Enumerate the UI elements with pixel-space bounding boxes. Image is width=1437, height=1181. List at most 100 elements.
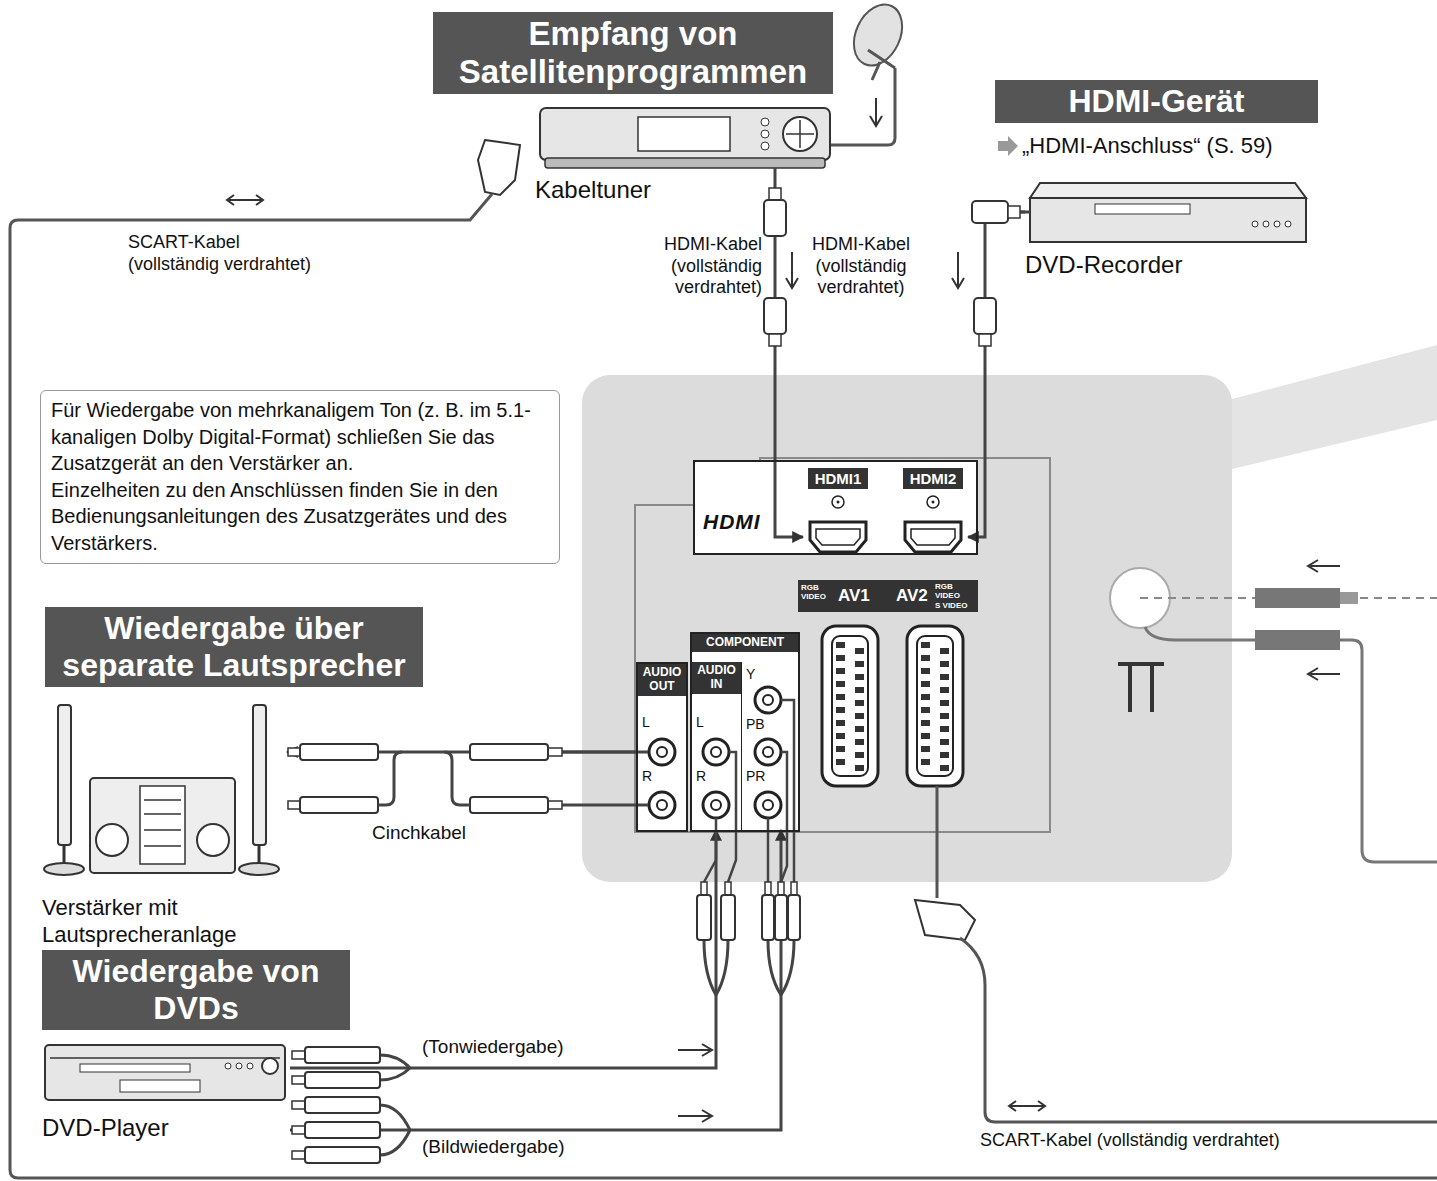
hdmi-plug bbox=[769, 188, 781, 200]
connection-illustration bbox=[836, 759, 845, 765]
node-text: L bbox=[696, 714, 704, 730]
rca-jack bbox=[649, 739, 675, 765]
connection-illustration bbox=[940, 661, 949, 667]
hdmi-port: HDMI2 bbox=[898, 466, 968, 556]
amplifier-drawing bbox=[44, 705, 279, 875]
cinch-plug bbox=[721, 895, 735, 940]
node-text: HDMI2 bbox=[903, 468, 963, 489]
cinch-plug bbox=[725, 882, 731, 895]
cinch-plug bbox=[300, 797, 378, 813]
connection-illustration bbox=[921, 746, 930, 752]
connection-illustration bbox=[940, 765, 949, 771]
connection-illustration bbox=[921, 694, 930, 700]
node-text: Wiedergabe über separate Lautsprecher bbox=[51, 610, 417, 684]
cinch-plug bbox=[305, 1047, 380, 1063]
dvd-recorder-drawing bbox=[1274, 221, 1280, 227]
hdmi-socket bbox=[816, 529, 860, 545]
scart-socket bbox=[832, 636, 868, 776]
scart-cable bbox=[936, 786, 939, 898]
rca-jack bbox=[703, 739, 729, 765]
cinch-plug bbox=[778, 882, 784, 895]
rca-jack bbox=[755, 739, 781, 765]
connection-illustration bbox=[836, 681, 845, 687]
satellite-dish bbox=[845, 0, 912, 73]
dvd-player-drawing bbox=[236, 1063, 242, 1069]
cable-label: Cinchkabel bbox=[372, 822, 466, 845]
scart-cable bbox=[10, 140, 1437, 1178]
cable-tuner-drawing bbox=[761, 142, 769, 150]
cable-tuner-drawing bbox=[783, 117, 817, 151]
hdmi-plug bbox=[764, 298, 786, 334]
cable-label: SCART-Kabel (vollständig verdrahtet) bbox=[128, 232, 328, 275]
connection-illustration bbox=[836, 746, 845, 752]
cable-connector bbox=[968, 212, 1025, 537]
cinch-plug bbox=[380, 1105, 410, 1155]
rca-jack bbox=[657, 747, 667, 757]
cinch-plug bbox=[305, 1072, 380, 1088]
hdmi-socket bbox=[927, 496, 939, 508]
cinch-plug bbox=[697, 895, 711, 940]
cinch-plug bbox=[378, 752, 402, 805]
cinch-plug bbox=[292, 1151, 305, 1159]
amplifier-drawing bbox=[140, 786, 185, 864]
node-text: HDMI-Gerät bbox=[1001, 83, 1312, 120]
scart-av1: RGB VIDEOAV1 bbox=[798, 580, 888, 790]
node-text: PB bbox=[746, 716, 765, 732]
connection-illustration bbox=[921, 707, 930, 713]
cinch-plug bbox=[292, 1076, 305, 1084]
cinch-plug bbox=[305, 1097, 380, 1113]
scart-socket bbox=[907, 626, 963, 786]
connection-illustration bbox=[940, 674, 949, 680]
cinch-plug bbox=[768, 700, 794, 882]
tv-back-panel bbox=[690, 632, 800, 832]
scart-cable bbox=[915, 900, 975, 940]
cable-connector bbox=[775, 205, 803, 537]
rca-jack bbox=[763, 695, 773, 705]
cinch-plug bbox=[704, 752, 736, 882]
rca-jack bbox=[711, 747, 721, 757]
dvd-recorder: DVD-Recorder bbox=[1025, 178, 1310, 280]
hdmi-plug bbox=[764, 188, 1020, 346]
antenna-socket bbox=[1340, 592, 1358, 604]
cable-connector bbox=[290, 830, 716, 1068]
scart-socket bbox=[822, 626, 963, 786]
node-text: PR bbox=[746, 768, 765, 784]
antenna-socket bbox=[1308, 668, 1340, 680]
cinch-plug bbox=[305, 1147, 380, 1163]
hdmi-socket bbox=[905, 522, 961, 552]
cinch-plug bbox=[444, 752, 470, 805]
cinch-plug bbox=[548, 801, 562, 809]
node-text: S VIDEO bbox=[935, 601, 975, 610]
audio-in-jacks: AUDIO INLR bbox=[692, 662, 742, 830]
rca-jack bbox=[649, 739, 675, 765]
connection-illustration bbox=[836, 655, 845, 661]
antenna-socket bbox=[1145, 627, 1255, 640]
amplifier-drawing bbox=[253, 705, 266, 845]
cable-tuner-drawing bbox=[761, 130, 769, 138]
hdmi-socket bbox=[911, 529, 955, 545]
rca-jack bbox=[755, 687, 781, 713]
dvd-player-drawing bbox=[80, 1064, 190, 1072]
node-text: Verstärker mit Lautsprecheranlage bbox=[42, 895, 287, 948]
cable-label: (Bildwiedergabe) bbox=[422, 1136, 565, 1159]
hdmi-socket bbox=[832, 496, 844, 508]
node-text: HDMI1 bbox=[808, 468, 868, 489]
direction-arrow bbox=[678, 1044, 712, 1056]
connection-illustration bbox=[855, 648, 864, 654]
tv-back-panel bbox=[582, 345, 1437, 882]
satellite-dish bbox=[830, 0, 911, 145]
amplifier-drawing bbox=[58, 705, 71, 845]
connection-illustration bbox=[855, 700, 864, 706]
audio-out-jacks: AUDIO OUTLR bbox=[636, 662, 688, 832]
rca-jack bbox=[649, 792, 675, 818]
amplifier-drawing bbox=[239, 863, 279, 875]
section-heading: Wiedergabe von DVDs bbox=[42, 950, 350, 1030]
antenna-socket bbox=[1140, 597, 1255, 599]
node-text: AV1 bbox=[838, 586, 870, 606]
node-text: Y bbox=[746, 666, 755, 682]
satellite-dish bbox=[870, 98, 882, 126]
cable-tuner-drawing bbox=[786, 120, 814, 148]
connection-illustration bbox=[855, 739, 864, 745]
